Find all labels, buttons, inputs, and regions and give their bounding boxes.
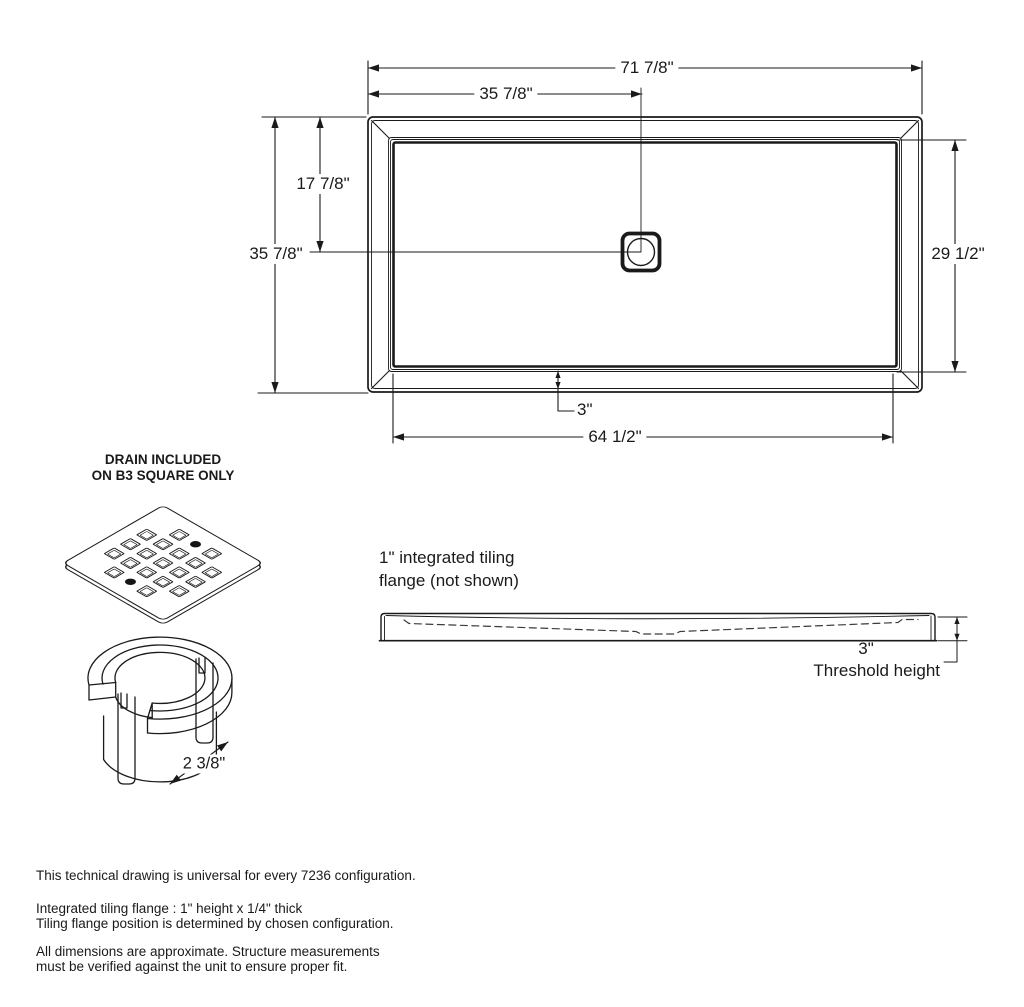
- note-flange: Integrated tiling flange : 1" height x 1…: [36, 901, 394, 931]
- dim-inner-width-label: 64 1/2": [583, 427, 647, 447]
- note-flange-line1: Integrated tiling flange : 1" height x 1…: [36, 901, 303, 916]
- threshold-height-caption: Threshold height: [813, 661, 940, 680]
- threshold-dimension: [937, 616, 968, 663]
- dim-top-to-drain-label: 17 7/8": [291, 174, 355, 194]
- dim-left-to-drain-label: 35 7/8": [474, 84, 538, 104]
- plan-view-drawing: [309, 87, 923, 393]
- grate-screw: [190, 541, 202, 548]
- flange-note-line1: 1" integrated tiling: [379, 548, 515, 567]
- note-approximate: All dimensions are approximate. Structur…: [36, 944, 380, 974]
- dim-outer-height-label: 35 7/8": [244, 244, 308, 264]
- grate-screw: [124, 578, 136, 585]
- drain-detail-title: DRAIN INCLUDED ON B3 SQUARE ONLY: [92, 452, 235, 484]
- drain-title-line2: ON B3 SQUARE ONLY: [91, 468, 235, 483]
- note-universal: This technical drawing is universal for …: [36, 868, 416, 883]
- drain-grate-drawing: [65, 506, 261, 624]
- drain-title-line1: DRAIN INCLUDED: [104, 452, 222, 467]
- dim-inner-height-label: 29 1/2": [926, 244, 990, 264]
- note-approx-line2: must be verified against the unit to ens…: [36, 958, 348, 974]
- flange-note-line2: flange (not shown): [379, 571, 519, 590]
- dim-threshold-width-label: 3": [577, 400, 593, 419]
- pan-slope-dashed-line: [403, 618, 919, 635]
- tiling-flange-note: 1" integrated tiling flange (not shown): [379, 546, 519, 592]
- dim-drain-outlet-label: 2 3/8": [177, 754, 231, 774]
- dim-threshold-height-label: 3": [858, 639, 874, 658]
- dim-outer-width-label: 71 7/8": [615, 58, 679, 78]
- side-profile-drawing: [378, 612, 968, 663]
- note-flange-line2: Tiling flange position is determined by …: [36, 915, 394, 931]
- note-approx-line1: All dimensions are approximate. Structur…: [36, 944, 380, 959]
